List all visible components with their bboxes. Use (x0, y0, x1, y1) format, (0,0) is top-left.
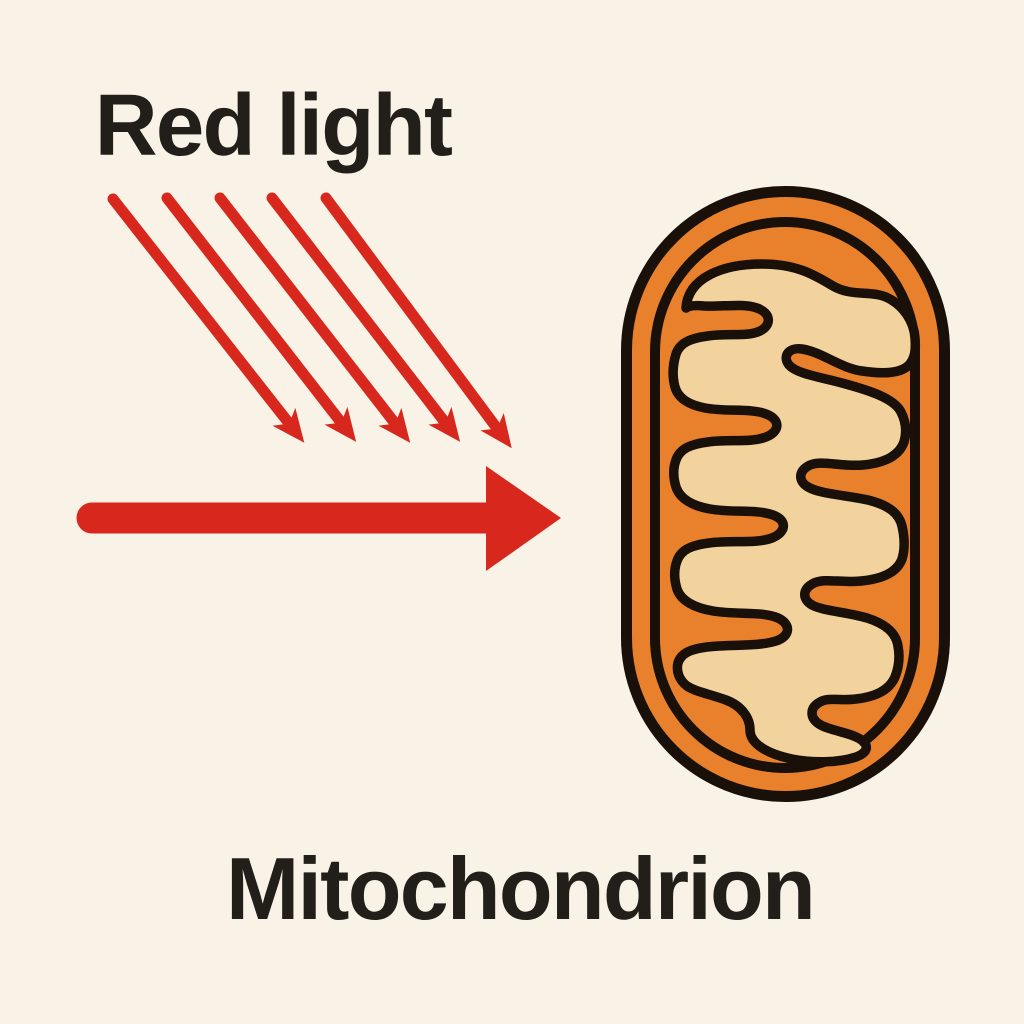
matrix-cristae (668, 259, 921, 767)
ray-arrow-icon (161, 192, 357, 442)
main-red-arrow-icon (76, 466, 561, 571)
ray-arrow-icon (266, 192, 461, 442)
mitochondrion-label: Mitochondrion (225, 839, 816, 938)
main-arrowhead-icon (486, 466, 561, 571)
mitochondrion-illustration (621, 186, 950, 802)
red-light-label: Red light (94, 77, 453, 174)
ray-arrow-icon (107, 193, 305, 443)
red-light-rays (107, 192, 512, 449)
ray-arrow-icon (214, 192, 411, 443)
ray-arrow-icon (320, 192, 512, 449)
